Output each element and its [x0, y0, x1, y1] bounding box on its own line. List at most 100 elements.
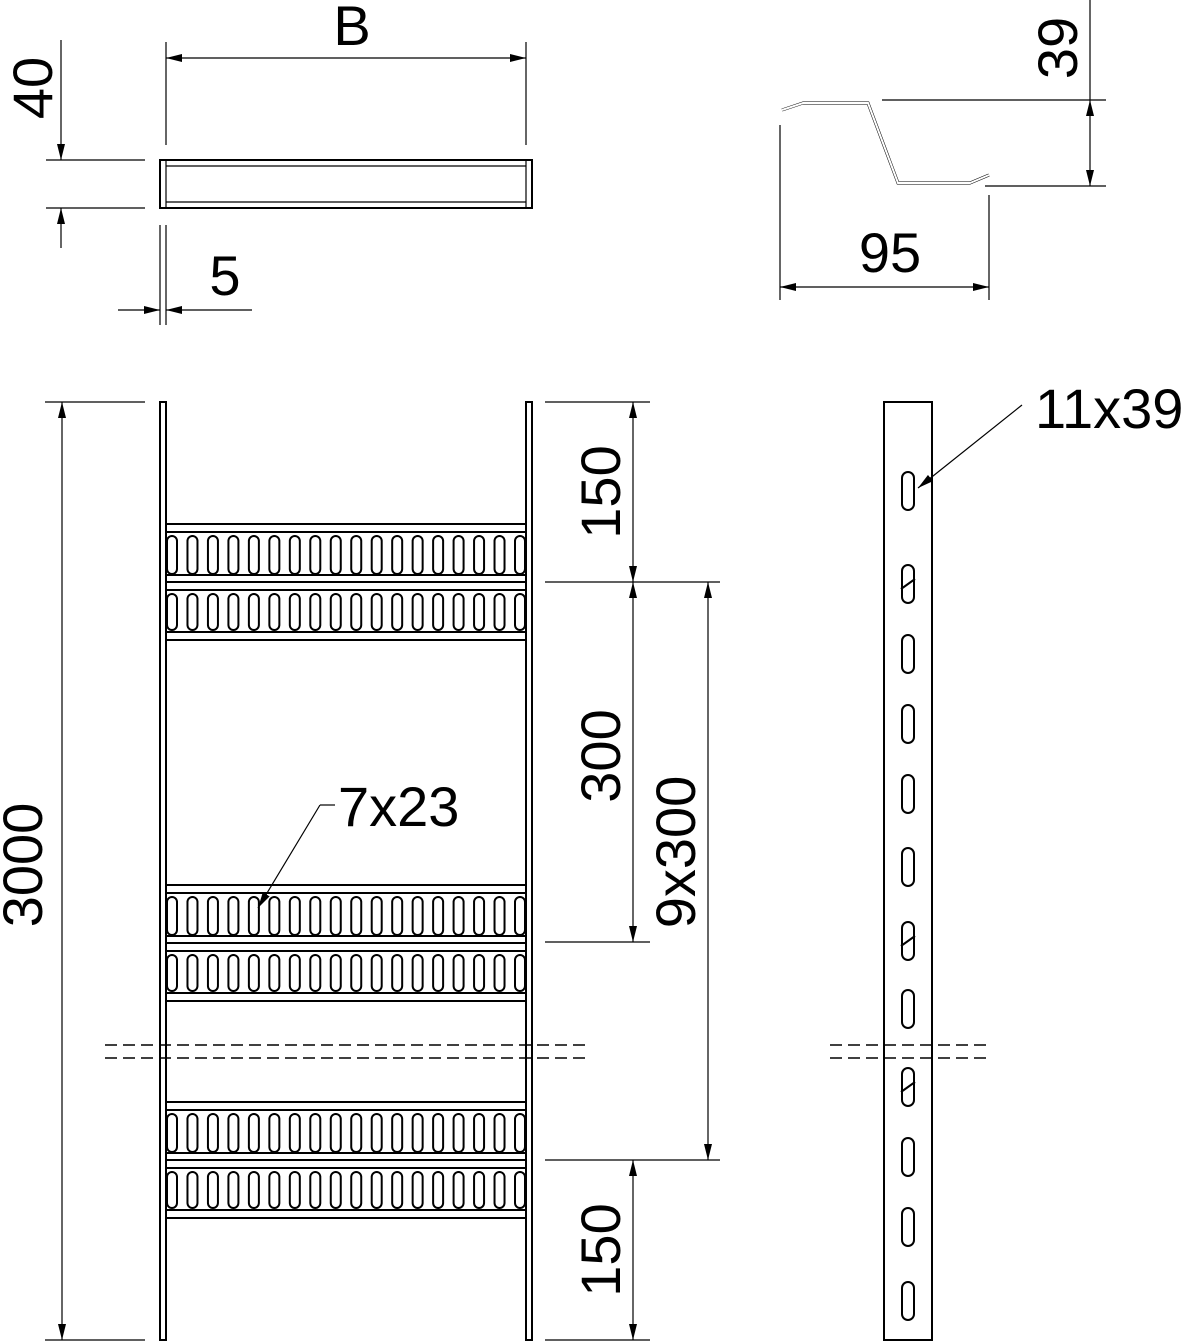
- rung-slot: [186, 535, 199, 575]
- rung-profile-view: 39 95: [779, 0, 1106, 300]
- rung-slot: [493, 1171, 506, 1209]
- rung-slot: [247, 954, 260, 992]
- rung-slot: [309, 896, 322, 936]
- rung-slot: [432, 1171, 445, 1209]
- rung-slot: [514, 593, 526, 631]
- rail-slot: [901, 1137, 915, 1177]
- rung-pitch-label: 9x300: [644, 776, 707, 929]
- rail-slot: [901, 989, 915, 1029]
- end-spacing-bottom-label: 150: [569, 1203, 632, 1296]
- rung-slot: [309, 535, 322, 575]
- rung-slot: [432, 535, 445, 575]
- rung-slot: [206, 535, 219, 575]
- rung-spacing-label: 300: [569, 709, 632, 802]
- rung-slot: [309, 954, 322, 992]
- profile-width-label: 95: [859, 221, 921, 284]
- rail-slot: [901, 634, 915, 674]
- rung-slot: [391, 593, 404, 631]
- rung-slot: [186, 1171, 199, 1209]
- rung-slot: [329, 896, 342, 936]
- rung-slot: [391, 896, 404, 936]
- rung-slot: [350, 1171, 363, 1209]
- rung-slot: [514, 535, 526, 575]
- rung-slot: [247, 1171, 260, 1209]
- rung-slot: [329, 1113, 342, 1153]
- rung-slot: [309, 1171, 322, 1209]
- rung-slot: [473, 593, 486, 631]
- rung-slot: [206, 896, 219, 936]
- rail-slot-label: 11x39: [1035, 377, 1183, 440]
- rung-slot: [411, 1113, 424, 1153]
- rail-slot-mark: [900, 578, 916, 590]
- rung-slot-label: 7x23: [338, 775, 459, 838]
- rung-slot: [432, 593, 445, 631]
- rung-slot: [227, 535, 240, 575]
- rung-slot: [514, 954, 526, 992]
- rung-slot: [206, 954, 219, 992]
- rung-slot: [350, 593, 363, 631]
- rung-slot: [452, 1171, 465, 1209]
- rung-slot: [493, 1113, 506, 1153]
- rung-slot: [391, 954, 404, 992]
- rung-slot: [186, 896, 199, 936]
- rung-slot: [514, 1171, 526, 1209]
- rail-slot: [901, 847, 915, 887]
- rung-slot: [268, 535, 281, 575]
- rungs: [166, 523, 526, 1219]
- rail-slot: [901, 704, 915, 744]
- rung-slot: [309, 1113, 322, 1153]
- rail-slot-mark: [900, 935, 916, 947]
- rung-slot: [329, 593, 342, 631]
- rung-slot: [411, 954, 424, 992]
- rung-slot: [329, 1171, 342, 1209]
- rail-slots: [900, 471, 916, 1321]
- rung-slot: [186, 593, 199, 631]
- rung-slot: [473, 1113, 486, 1153]
- rung-slot: [473, 954, 486, 992]
- rung-slot: [227, 593, 240, 631]
- rung-slot: [166, 593, 178, 631]
- rung-slot: [268, 1171, 281, 1209]
- rung-slot: [370, 954, 383, 992]
- rung-slot: [370, 593, 383, 631]
- side-height-label: 40: [1, 57, 64, 119]
- rung-slot: [206, 1113, 219, 1153]
- rung-slot: [432, 896, 445, 936]
- rung-slot: [391, 535, 404, 575]
- rung-slot: [288, 535, 301, 575]
- rung-slot: [268, 1113, 281, 1153]
- total-length-label: 3000: [0, 803, 54, 928]
- rung: [166, 523, 526, 641]
- rung-slot: [473, 896, 486, 936]
- rung-slot: [247, 1113, 260, 1153]
- rung-slot: [206, 593, 219, 631]
- rung-slot: [411, 593, 424, 631]
- rung-slot: [166, 896, 178, 936]
- rung: [166, 884, 526, 1002]
- rung-slot: [370, 1171, 383, 1209]
- thickness-label: 5: [209, 244, 240, 307]
- width-dimension-label: B: [333, 0, 370, 57]
- rung-slot: [247, 593, 260, 631]
- rung-slot: [186, 1113, 199, 1153]
- rung-slot: [227, 954, 240, 992]
- rung-slot: [309, 593, 322, 631]
- rung-slot: [493, 896, 506, 936]
- rung-slot: [350, 954, 363, 992]
- rail-slot-mark: [900, 1081, 916, 1093]
- rung-slot: [227, 1171, 240, 1209]
- rail-slot: [901, 1067, 915, 1107]
- rung-slot: [452, 896, 465, 936]
- rung-slot: [288, 1113, 301, 1153]
- rung-slot: [493, 954, 506, 992]
- rail-slot: [901, 921, 915, 961]
- rail-slot: [901, 1281, 915, 1321]
- rung-slot: [288, 593, 301, 631]
- rung-slot: [350, 535, 363, 575]
- rung-slot: [370, 535, 383, 575]
- rung-slot: [411, 535, 424, 575]
- rung-slot: [473, 1171, 486, 1209]
- rung-slot: [452, 954, 465, 992]
- rung-slot: [268, 954, 281, 992]
